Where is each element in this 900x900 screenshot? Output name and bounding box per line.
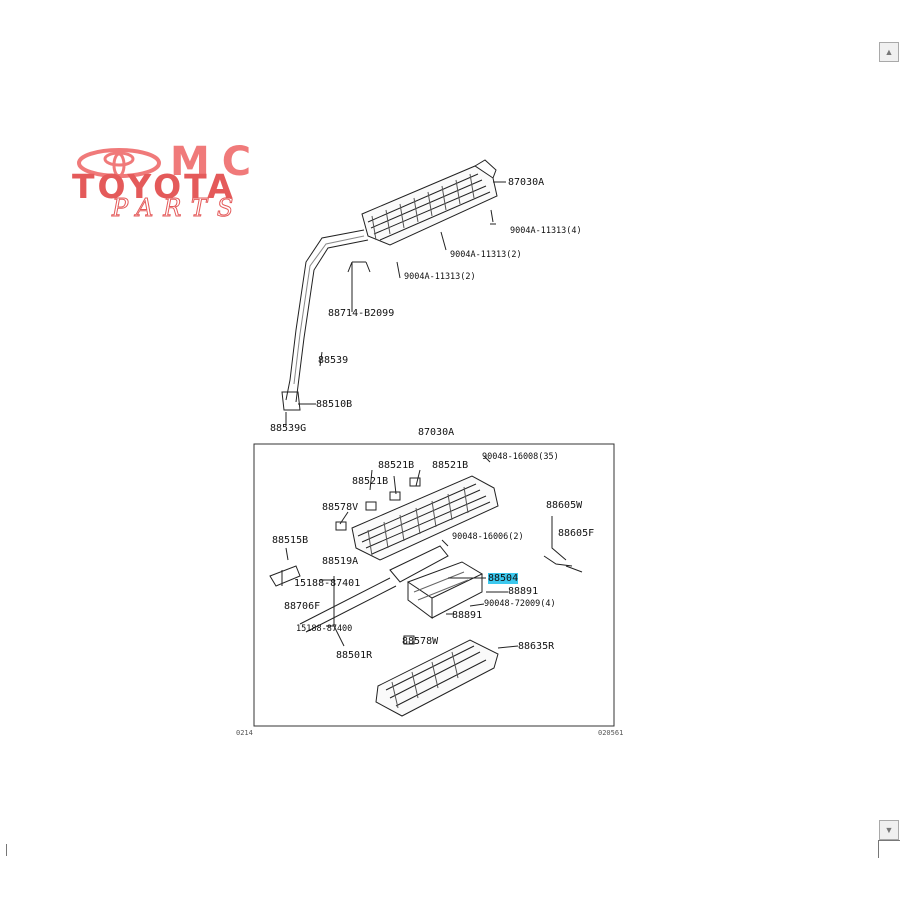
part-label[interactable]: 88578W [402,636,439,647]
toyota-emblem-icon [77,148,161,178]
part-label[interactable]: 90048-16006(2) [452,532,524,542]
part-label[interactable]: 88714-B2099 [328,308,395,319]
part-label-selected[interactable]: 88504 [488,573,519,584]
diagram-code-left: 0214 [236,729,253,737]
part-label[interactable]: 88510B [316,399,353,410]
part-label[interactable]: 88891 [508,586,539,597]
diagram-code-right: 020561 [598,729,624,737]
resize-corner[interactable] [878,840,900,858]
logo-parts-text: PARTS [111,194,244,222]
part-label[interactable]: 90048-16008(35) [482,452,559,462]
part-label[interactable]: 88891 [452,610,483,621]
part-label[interactable]: 9004A-11313(2) [450,250,522,260]
part-label[interactable]: 15188-87401 [294,578,361,589]
part-label[interactable]: 88521B [432,460,469,471]
part-label[interactable]: 88635R [518,641,555,652]
part-label[interactable]: 88605W [546,500,583,511]
part-label[interactable]: 90048-72009(4) [484,599,556,609]
part-label[interactable]: 9004A-11313(4) [510,226,582,236]
scroll-down-button[interactable]: ▼ [879,820,899,840]
part-label[interactable]: 88501R [336,650,373,661]
arrow-down-icon: ▼ [884,825,894,835]
part-label[interactable]: 15188-87400 [296,624,353,634]
part-label[interactable]: 88539 [318,355,349,366]
part-label[interactable]: 88605F [558,528,595,539]
logo-toyota-text: TOYOTA [72,167,236,206]
part-label[interactable]: 88539G [270,423,307,434]
part-label[interactable]: 9004A-11313(2) [404,272,476,282]
part-label[interactable]: 88578V [322,502,359,513]
subassembly-title[interactable]: 87030A [418,427,455,438]
logo-mc-text: MC [170,139,264,185]
part-label[interactable]: 88706F [284,601,321,612]
frame-edge [6,844,7,856]
arrow-up-icon: ▲ [884,47,894,57]
part-label[interactable]: 88521B [378,460,415,471]
scroll-up-button[interactable]: ▲ [879,42,899,62]
part-label[interactable]: 88521B [352,476,389,487]
part-label[interactable]: 87030A [508,177,545,188]
part-label[interactable]: 88519A [322,556,359,567]
part-label[interactable]: 88515B [272,535,309,546]
